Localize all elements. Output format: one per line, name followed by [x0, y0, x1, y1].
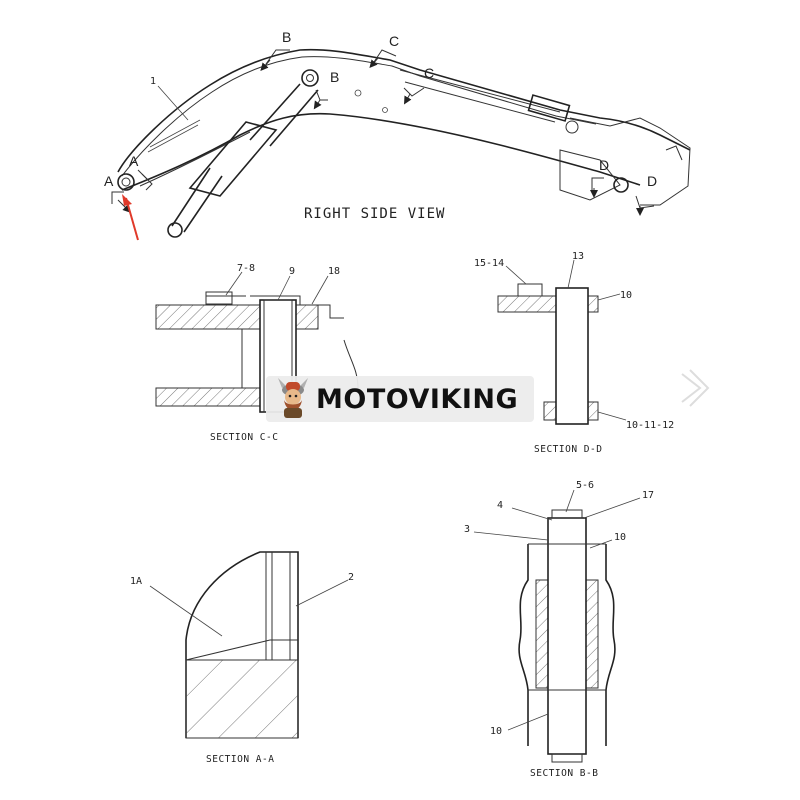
section-a-a-drawing: 1A 2 SECTION A-A: [130, 551, 354, 765]
section-d-d-label: SECTION D-D: [534, 444, 602, 455]
callout-10-11-12: 10-11-12: [626, 420, 674, 431]
section-b-b-drawing: 4 5-6 17 3 10 10 SECTION B-B: [464, 480, 654, 779]
boom-top-pin: [301, 69, 319, 87]
callout-10-bb-bottom: 10: [490, 726, 502, 737]
section-d-d-drawing: 15-14 13 10 10-11-12 SECTION D-D: [474, 251, 674, 455]
view-title: RIGHT SIDE VIEW: [304, 206, 445, 222]
section-marker-a2: A: [129, 153, 139, 169]
callout-4: 4: [497, 500, 503, 511]
boom-cylinder: [249, 83, 319, 147]
watermark-brand-text: MOTOVIKING: [316, 383, 519, 415]
boom-side-view: A A B B C C D D 1 RIGHT SIDE VIEW: [104, 29, 691, 241]
boom-bottom-edge: [121, 112, 641, 191]
section-marker-d2: D: [647, 173, 657, 189]
callout-2: 2: [348, 572, 354, 583]
viking-mascot-icon: [278, 378, 308, 418]
section-marker-c1: C: [389, 33, 399, 49]
stick-pin: [613, 177, 629, 193]
callout-13: 13: [572, 251, 584, 262]
callout-10-top: 10: [620, 290, 632, 301]
boom-foot-pin: [117, 173, 135, 191]
callout-1A: 1A: [130, 576, 142, 587]
section-marker-d1: D: [599, 157, 609, 173]
watermark-banner: MOTOVIKING: [266, 376, 534, 422]
callout-9: 9: [289, 266, 295, 277]
chevron-right-icon: [681, 369, 710, 407]
section-a-a-label: SECTION A-A: [206, 754, 274, 765]
section-b-b-label: SECTION B-B: [530, 768, 598, 779]
section-c-c-label: SECTION C-C: [210, 432, 278, 443]
section-c-c-drawing: 7-8 9 18 SECTION C-C: [155, 263, 359, 443]
callout-15-14: 15-14: [474, 258, 504, 269]
callout-5-6: 5-6: [576, 480, 594, 491]
callout-18: 18: [328, 266, 340, 277]
section-marker-a1: A: [104, 173, 114, 189]
section-marker-b2: B: [330, 69, 339, 85]
callout-3: 3: [464, 524, 470, 535]
callout-10-bb-top: 10: [614, 532, 626, 543]
boom-top-edge: [117, 48, 691, 173]
callout-17: 17: [642, 490, 654, 501]
section-marker-b1: B: [282, 29, 291, 45]
section-marker-c2: C: [424, 65, 434, 81]
callout-1: 1: [150, 76, 156, 87]
callout-7-8: 7-8: [237, 263, 255, 274]
